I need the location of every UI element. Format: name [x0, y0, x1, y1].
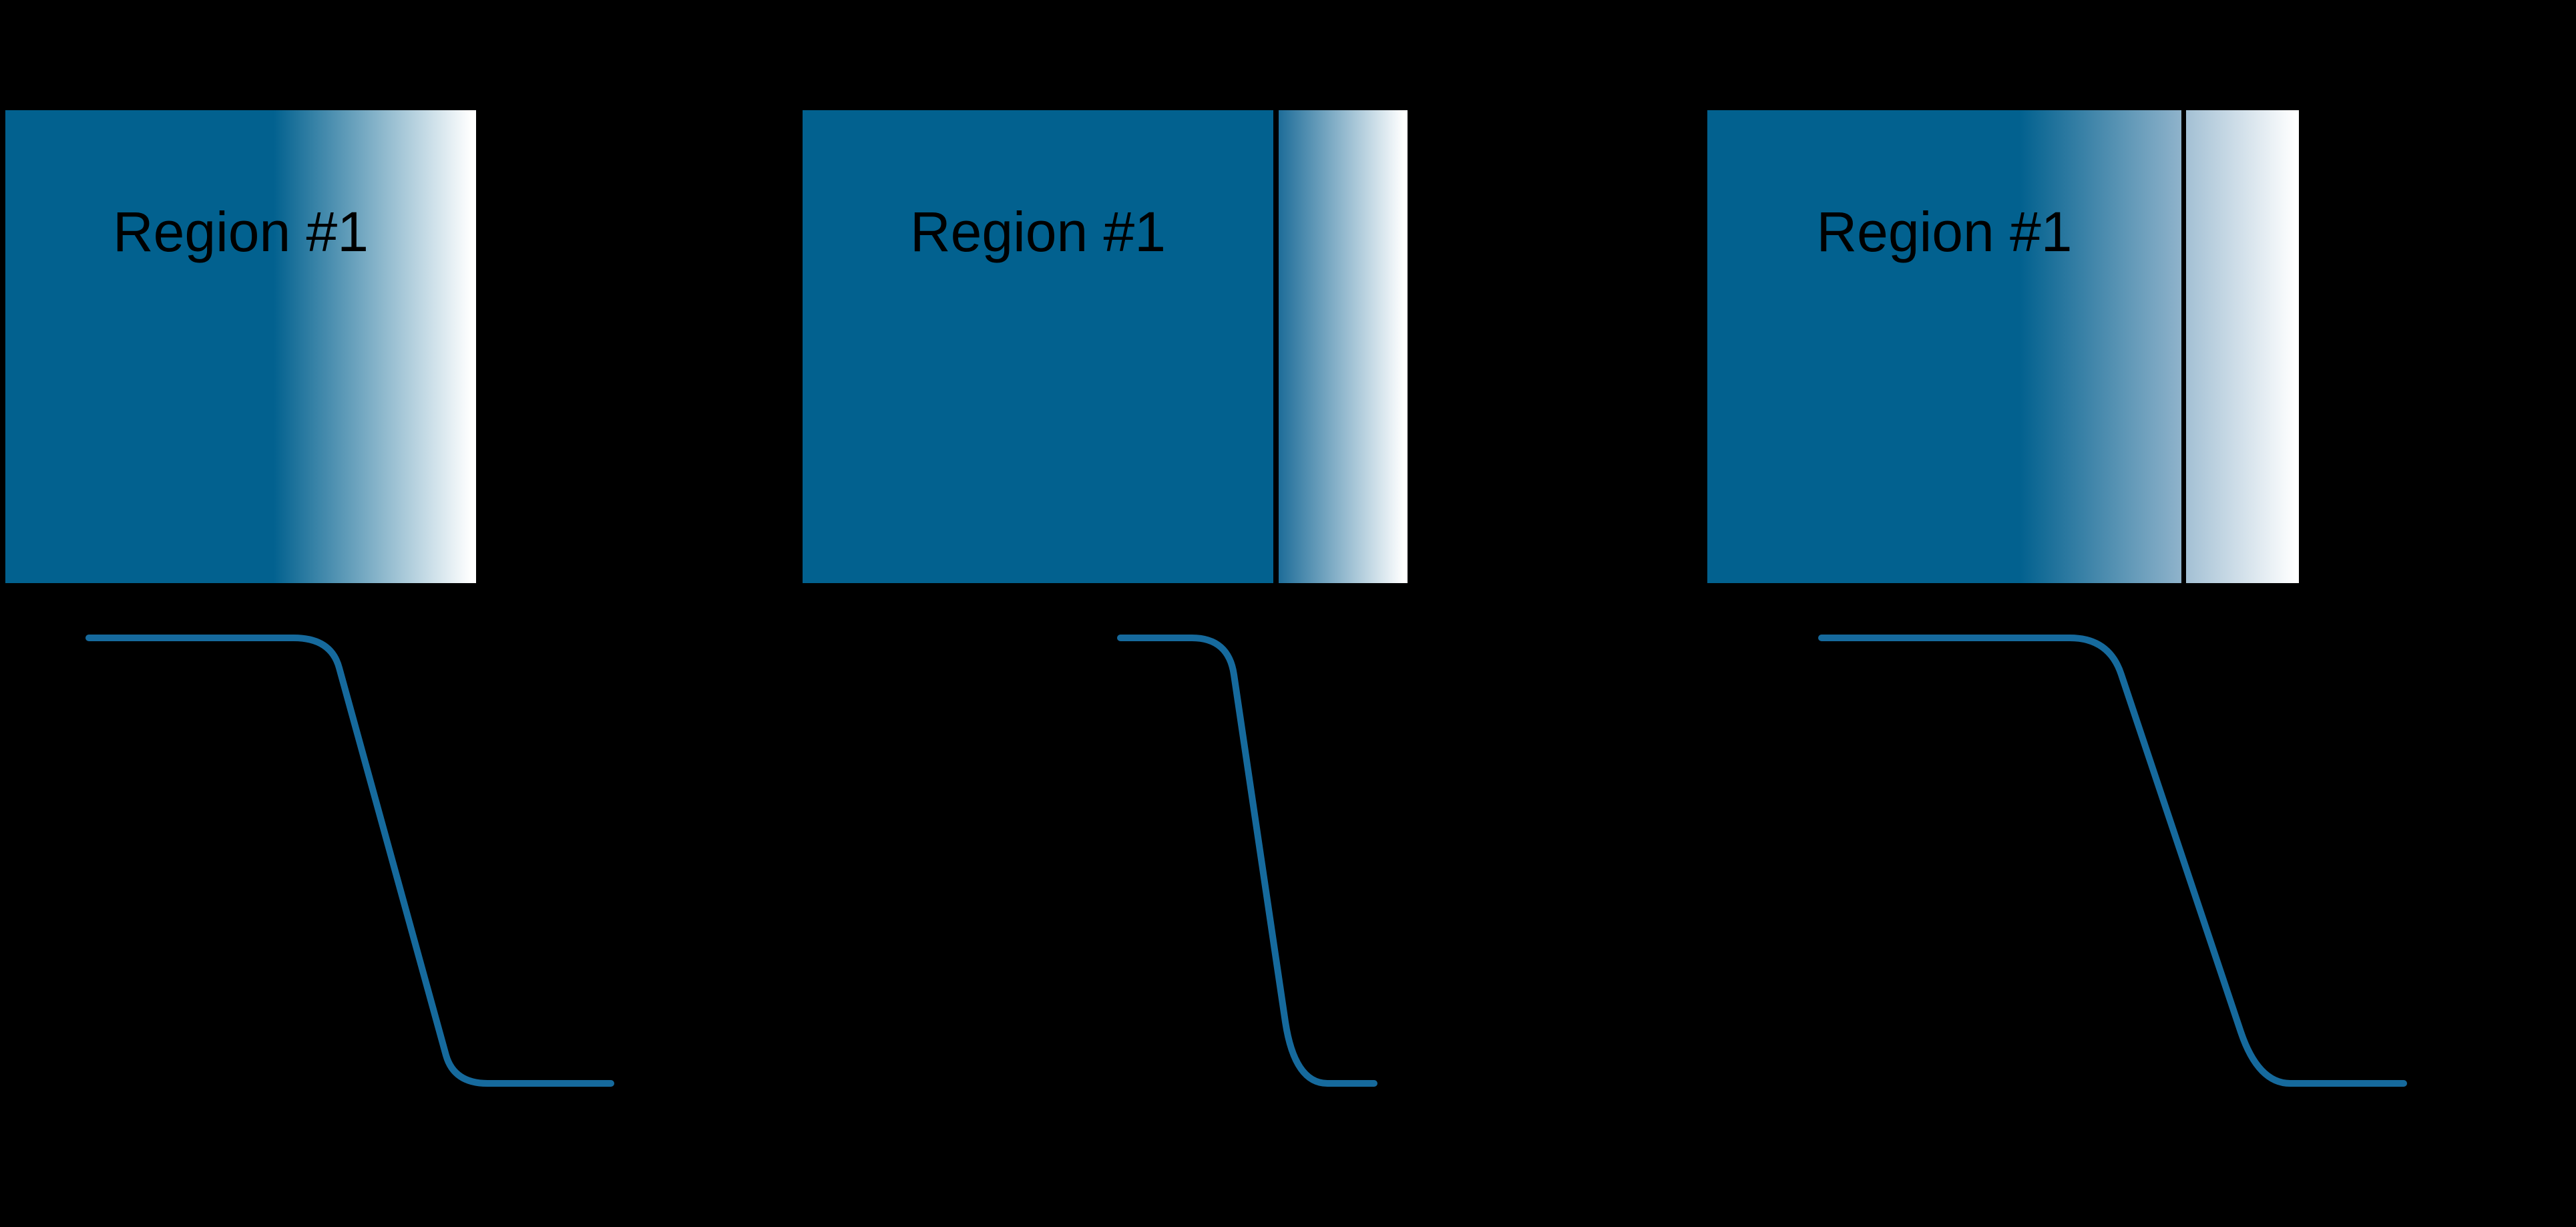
region-1-label: Region #1 — [113, 200, 369, 263]
interface-line-2 — [1273, 110, 1279, 583]
profile-curve-3 — [1818, 635, 2407, 1087]
region-1-body: Region #1 — [5, 110, 476, 583]
profile-curve-1 — [85, 635, 614, 1087]
region-3-body: Region #1 — [1707, 110, 2181, 583]
region-block-1: Region #1 — [5, 110, 476, 583]
region-3-label: Region #1 — [1816, 200, 2073, 263]
region-block-3: Region #1 — [1707, 110, 2299, 583]
graded-band-2 — [1279, 110, 1408, 583]
region-2-label: Region #1 — [910, 200, 1166, 263]
graded-band-3 — [2186, 110, 2299, 583]
profile-curve-2 — [1117, 635, 1377, 1087]
interface-line-3 — [2181, 110, 2186, 583]
region-block-2: Region #1 — [803, 110, 1408, 583]
region-2-body: Region #1 — [803, 110, 1273, 583]
